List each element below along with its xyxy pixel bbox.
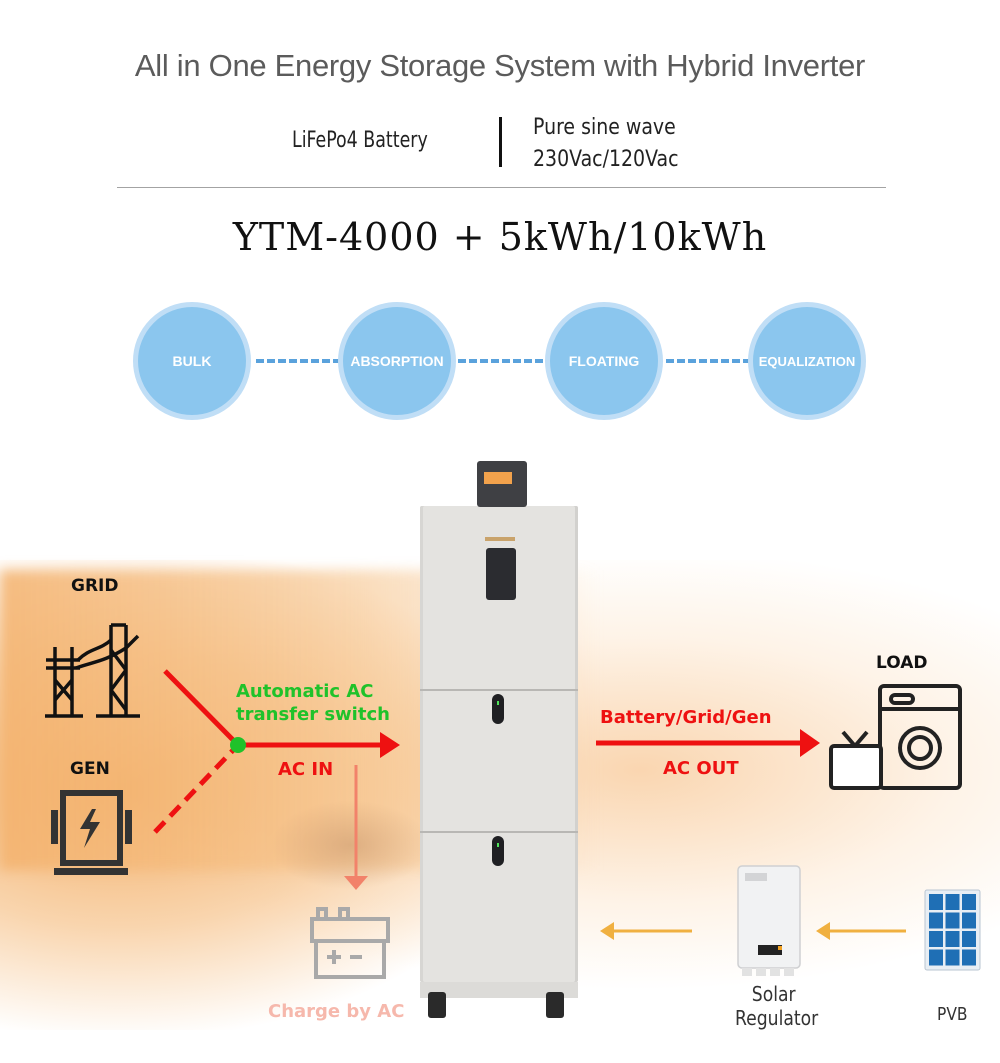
stage-absorption: ABSORPTION	[338, 302, 456, 420]
load-label: LOAD	[876, 653, 928, 673]
stage-label: BULK	[172, 353, 212, 369]
brand-logo	[485, 537, 515, 541]
charge-by-ac-label: Charge by AC	[268, 1001, 405, 1022]
page-title: All in One Energy Storage System with Hy…	[134, 48, 866, 83]
stage-connector	[256, 359, 340, 363]
gen-feed-line	[153, 743, 240, 834]
pv-label: PVB	[937, 1004, 968, 1025]
solar-regulator-label-line2: Regulator	[735, 1006, 819, 1030]
spec-divider	[499, 117, 502, 167]
solar-regulator-icon	[737, 865, 801, 976]
grid-label: GRID	[71, 576, 119, 596]
stage-connector	[458, 359, 546, 363]
ac-out-label: AC OUT	[663, 758, 739, 779]
pv-arrow-head	[816, 922, 830, 940]
ac-out-arrow-head	[800, 729, 820, 757]
output-spec-voltage: 230Vac/120Vac	[533, 147, 679, 172]
stage-label: ABSORPTION	[350, 353, 444, 369]
charge-arrow-head	[344, 876, 368, 890]
pv-cell	[945, 894, 960, 910]
load-appliances-icon	[829, 684, 962, 790]
battery-icon	[310, 907, 390, 979]
battery-module-indicator	[492, 694, 504, 724]
stage-floating: FLOATING	[545, 302, 663, 420]
caster-wheel	[546, 992, 564, 1018]
regulator-arrow-head	[600, 922, 614, 940]
stage-label: FLOATING	[568, 353, 640, 369]
transfer-switch-label-line1: Automatic AC	[236, 681, 374, 702]
pv-cell	[929, 894, 943, 910]
battery-module-indicator	[492, 836, 504, 866]
stage-bulk: BULK	[133, 302, 251, 420]
output-spec: Pure sine wave 230Vac/120Vac	[533, 112, 679, 176]
cabinet-base	[420, 982, 578, 998]
pv-cell	[945, 912, 960, 929]
pv-cell	[962, 931, 976, 947]
pv-cell	[962, 894, 976, 910]
grid-feed-line	[163, 669, 240, 747]
model-title: YTM-4000 + 5kWh/10kWh	[232, 215, 768, 259]
stage-label: EQUALIZATION	[758, 353, 856, 369]
ac-in-arrow-head	[380, 732, 400, 758]
header-divider	[117, 187, 886, 188]
transfer-switch-node	[230, 737, 246, 753]
battery-spec: LiFePo4 Battery	[292, 128, 428, 153]
generator-icon	[51, 790, 132, 875]
grid-tower-icon	[45, 623, 140, 718]
solar-regulator-label-line1: Solar	[751, 982, 796, 1006]
pv-cells	[929, 894, 976, 966]
pv-cell	[929, 912, 943, 929]
transfer-switch-label-line2: transfer switch	[236, 704, 390, 725]
pv-cell	[962, 949, 976, 966]
pv-cell	[945, 931, 960, 947]
stage-equalization: EQUALIZATION	[748, 302, 866, 420]
gen-label: GEN	[70, 759, 110, 779]
pv-cell	[929, 931, 943, 947]
solar-regulator-label: Solar Regulator	[735, 982, 819, 1030]
stage-connector	[666, 359, 750, 363]
inverter-control-panel	[486, 548, 516, 600]
pv-cell	[962, 912, 976, 929]
output-spec-waveform: Pure sine wave	[533, 115, 676, 140]
transfer-switch-label: Automatic AC transfer switch	[236, 680, 390, 726]
inverter-lcd	[484, 472, 512, 484]
output-source-label: Battery/Grid/Gen	[600, 707, 772, 728]
inverter-display-unit	[477, 461, 527, 507]
caster-wheel	[428, 992, 446, 1018]
pv-cell	[945, 949, 960, 966]
shadow-smudge	[270, 800, 430, 890]
pv-cell	[929, 949, 943, 966]
module-seam	[420, 689, 578, 691]
module-seam	[420, 831, 578, 833]
ac-in-label: AC IN	[278, 759, 334, 780]
